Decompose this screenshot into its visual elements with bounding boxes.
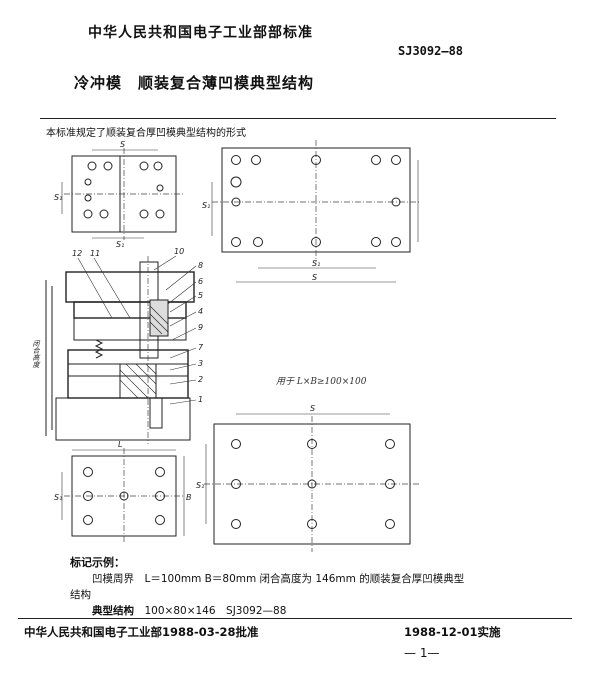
dim-s1-vertical-label: S₁ [54, 493, 62, 502]
example-heading: 标记示例： [70, 556, 125, 569]
top-right-plan-view: S₁ S₁ S [202, 140, 420, 283]
dim-s-label: S [310, 404, 315, 413]
example-designation: 100×80×146 SJ3092—88 [144, 605, 287, 617]
handwritten-note: 用于 L×B≥100×100 [276, 377, 367, 387]
callout-label: 8 [198, 261, 203, 270]
bottom-left-plan-view: L S₁ B [54, 440, 192, 544]
footer-rule [18, 618, 572, 619]
dim-s1-label: S₁ [116, 240, 124, 249]
dim-s1-vertical-label: S₁ [54, 193, 62, 202]
callout-label: 9 [198, 323, 203, 332]
top-left-plan-view: S S₁ S₁ [54, 140, 184, 249]
section-view: 闭合高度 [32, 247, 204, 444]
dim-s1-label: S₁ [312, 259, 320, 268]
bolt-hole-icon [83, 161, 165, 219]
dim-b-label: B [186, 493, 192, 502]
document-title: 冷冲模 顺装复合薄凹模典型结构 [74, 74, 315, 92]
standard-code: SJ3092—88 [398, 44, 464, 58]
callout-label: 5 [198, 291, 203, 300]
implementation-date: 1988-12-01实施 [404, 625, 501, 639]
bolt-hole-icon [231, 439, 395, 529]
example-line-2: 结构 [70, 589, 91, 601]
callout-label: 4 [198, 307, 203, 316]
spring-icon [94, 339, 104, 359]
callout-label: 6 [198, 277, 203, 286]
example-label: 典型结构 [92, 605, 134, 617]
example-line-3: 典型结构 100×80×146 SJ3092—88 [92, 603, 286, 618]
dim-l-label: L [118, 440, 122, 449]
callout-label: 12 [72, 249, 82, 258]
part-callouts: 12 11 10 8 6 5 4 9 7 3 2 1 [72, 247, 204, 405]
header-rule [40, 118, 556, 119]
bolt-hole-icon [83, 467, 165, 525]
example-line-1: 凹模周界 L＝100mm B＝80mm 闭合高度为 146mm 的顺装复合厚凹模… [92, 573, 465, 585]
dim-s1-vertical-label: S₁ [202, 201, 210, 210]
callout-label: 11 [90, 249, 100, 258]
callout-label: 1 [198, 395, 203, 404]
approval-date: 中华人民共和国电子工业部1988-03-28批准 [24, 625, 259, 639]
issuing-organization: 中华人民共和国电子工业部部标准 [88, 25, 313, 41]
callout-label: 10 [174, 247, 184, 256]
dim-s-label: S [120, 140, 125, 149]
bottom-right-plan-view: S S₁ [196, 404, 420, 552]
closed-height-label: 闭合高度 [32, 340, 41, 368]
bolt-hole-icon [230, 155, 401, 247]
intro-text: 本标准规定了顺装复合厚凹模典型结构的形式 [46, 128, 246, 139]
callout-label: 2 [198, 375, 203, 384]
dim-s-label: S [312, 273, 317, 282]
callout-label: 3 [198, 359, 203, 368]
callout-label: 7 [198, 343, 204, 352]
dim-s1-vertical-label: S₁ [196, 481, 204, 490]
page-number: — 1— [404, 646, 440, 660]
